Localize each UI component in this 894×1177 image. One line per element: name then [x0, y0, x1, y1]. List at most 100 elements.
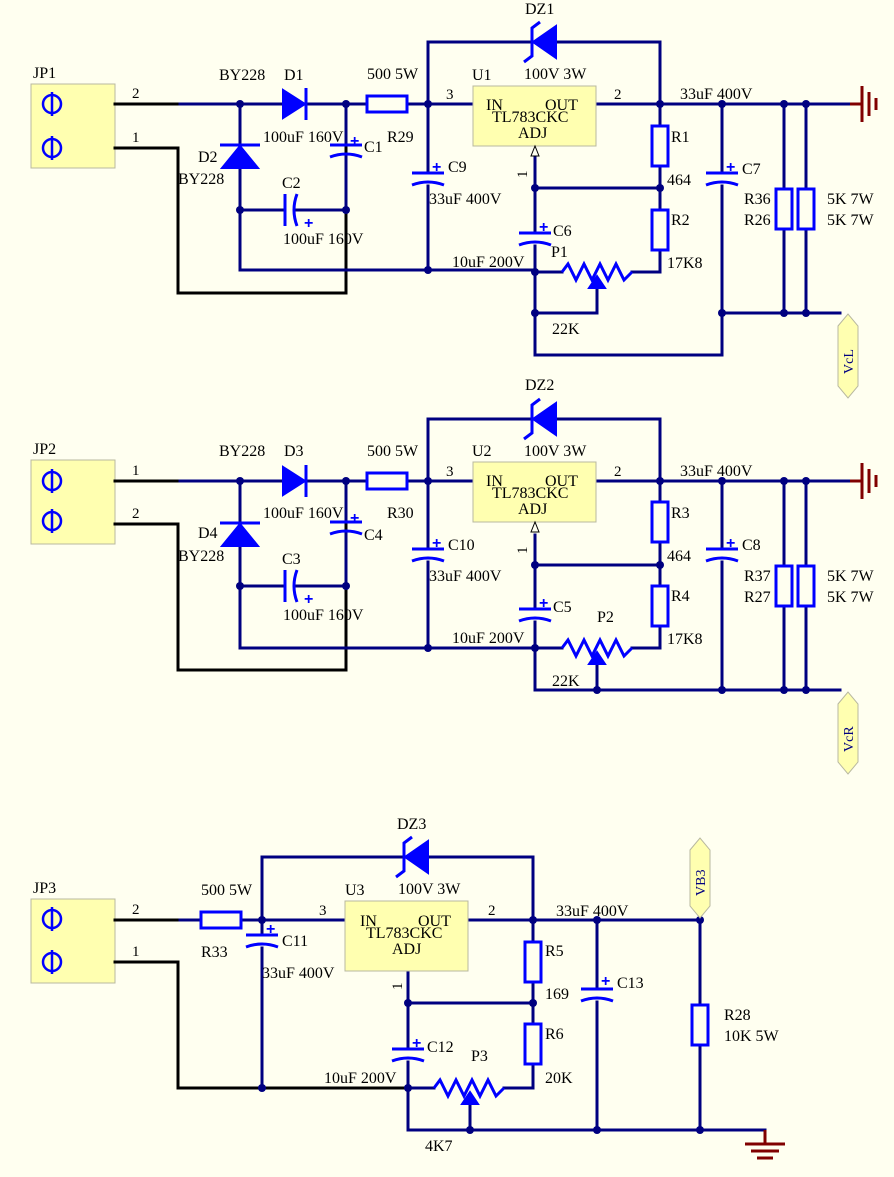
- c12-ref: C12: [427, 1039, 454, 1056]
- u1-regulator-box: [472, 85, 597, 147]
- resistor-r27-icon: [796, 564, 816, 608]
- svg-text:+: +: [601, 973, 610, 990]
- svg-text:+: +: [412, 1035, 421, 1052]
- c7-ref: C7: [742, 161, 761, 178]
- zener-dz1-icon: [523, 20, 557, 64]
- r28-value: 10K 5W: [724, 1028, 780, 1045]
- jp3-ref: JP3: [33, 880, 56, 897]
- u1-out-label: OUT: [545, 97, 578, 114]
- d1-ref: D1: [284, 67, 304, 84]
- capacitor-c5-icon: +: [517, 595, 553, 623]
- svg-text:+: +: [266, 921, 275, 938]
- svg-text:+: +: [304, 215, 313, 232]
- section-3: JP3 2 1 500 5W R33 + C11 33uF 400V DZ3 1…: [30, 816, 787, 1160]
- u3-pin-adj: 1: [390, 983, 406, 991]
- d2-type: BY228: [178, 171, 224, 188]
- c13-value: 33uF 400V: [556, 903, 629, 920]
- r37-value: 5K 7W: [827, 568, 875, 585]
- c7-value: 33uF 400V: [680, 86, 753, 103]
- svg-text:+: +: [539, 595, 548, 612]
- r3-ref: R3: [671, 505, 690, 522]
- p2-value: 22K: [552, 673, 580, 690]
- jp2-connector-box: [30, 459, 116, 545]
- svg-text:VcR: VcR: [842, 726, 857, 752]
- svg-text:+: +: [350, 510, 359, 527]
- u3-pin-out: 2: [488, 903, 496, 919]
- u3-out-label: OUT: [418, 913, 451, 930]
- svg-text:+: +: [539, 219, 548, 236]
- port-vcr: VcR: [837, 691, 859, 775]
- u2-out-label: OUT: [545, 473, 578, 490]
- resistor-r6-icon: [523, 1022, 543, 1066]
- jp2-pin-top: 1: [132, 463, 140, 479]
- resistor-r26-icon: [796, 187, 816, 231]
- zener-dz2-icon: [523, 397, 557, 441]
- c2-value: 100uF 160V: [283, 231, 364, 248]
- u1-adj-label: ADJ: [518, 125, 547, 142]
- u3-regulator-box: [344, 900, 469, 972]
- jp2-ref: JP2: [33, 441, 56, 458]
- r30-value: 500 5W: [367, 443, 419, 460]
- r1-value: 464: [667, 172, 691, 189]
- zener-dz3-icon: [395, 835, 429, 879]
- u1-ref: U1: [472, 67, 492, 84]
- resistor-r30-icon: [365, 471, 409, 491]
- resistor-r28-icon: [690, 1003, 710, 1047]
- u1-pin-adj: 1: [515, 171, 531, 179]
- r5-value: 169: [545, 986, 569, 1003]
- c9-ref: C9: [448, 159, 467, 176]
- potentiometer-p2-icon: [560, 636, 634, 665]
- c6-value: 10uF 200V: [452, 254, 525, 271]
- c5-ref: C5: [553, 599, 572, 616]
- r37-ref: R37: [744, 568, 771, 585]
- d4-type: BY228: [178, 548, 224, 565]
- r33-ref: R33: [201, 944, 228, 961]
- u1-part: TL783CKC: [492, 109, 568, 126]
- u3-in-label: IN: [360, 913, 377, 930]
- u2-pin-adj: 1: [515, 547, 531, 555]
- power-ground-icon: [848, 461, 878, 501]
- svg-text:+: +: [726, 535, 735, 552]
- c11-value: 33uF 400V: [262, 965, 335, 982]
- r2-value: 17K8: [667, 255, 703, 272]
- capacitor-c11-icon: +: [244, 921, 280, 949]
- r6-value: 20K: [545, 1070, 573, 1087]
- c4-ref: C4: [364, 527, 383, 544]
- c3-ref: C3: [282, 551, 301, 568]
- dz1-ref: DZ1: [525, 1, 554, 18]
- resistor-r36-icon: [774, 187, 794, 231]
- r2-ref: R2: [671, 212, 690, 229]
- svg-text:+: +: [726, 159, 735, 176]
- u2-part: TL783CKC: [492, 485, 568, 502]
- u1-in-label: IN: [486, 97, 503, 114]
- u2-ref: U2: [472, 443, 492, 460]
- r36-ref: R36: [744, 191, 771, 208]
- c1-ref: C1: [364, 139, 383, 156]
- section-1: JP1 2 1 BY228 D1 D2: [30, 1, 878, 399]
- r29-value: 500 5W: [367, 66, 419, 83]
- port-vcl: VcL: [837, 313, 859, 399]
- c4-value: 100uF 160V: [263, 505, 344, 522]
- u2-regulator-box: [472, 461, 597, 523]
- adj-pin-arrow-icon: [530, 520, 540, 533]
- port-vb3: VB3: [689, 837, 711, 919]
- capacitor-c12-icon: +: [390, 1035, 426, 1063]
- d3-ref: D3: [284, 443, 304, 460]
- adj-pin-arrow-icon: [530, 144, 540, 157]
- jp1-pin-bottom: 1: [132, 130, 140, 146]
- capacitor-c2-icon: +: [283, 193, 313, 232]
- resistor-r33-icon: [199, 910, 243, 930]
- c10-ref: C10: [448, 537, 475, 554]
- c8-value: 33uF 400V: [680, 463, 753, 480]
- svg-text:+: +: [432, 159, 441, 176]
- r29-ref: R29: [387, 129, 414, 146]
- p1-ref: P1: [551, 244, 568, 261]
- r28-ref: R28: [724, 1007, 751, 1024]
- c1-value: 100uF 160V: [263, 129, 344, 146]
- r27-ref: R27: [744, 589, 771, 606]
- r1-ref: R1: [671, 129, 690, 146]
- svg-text:+: +: [432, 535, 441, 552]
- r30-ref: R30: [387, 505, 414, 522]
- r5-ref: R5: [545, 943, 564, 960]
- d1-type: BY228: [219, 67, 265, 84]
